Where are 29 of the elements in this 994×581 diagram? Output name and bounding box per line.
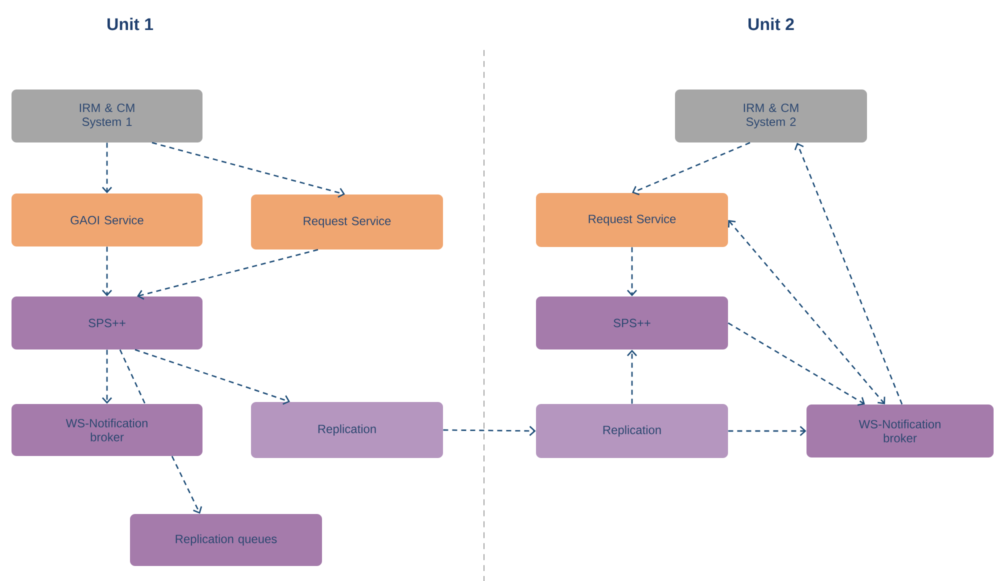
arrow <box>626 350 638 404</box>
process-box: Replication <box>251 402 443 458</box>
process-box: WS-Notification broker <box>806 404 994 458</box>
process-box: SPS++ <box>536 296 728 350</box>
process-box: Request Service <box>536 193 728 247</box>
arrow <box>152 142 345 198</box>
process-box: IRM & CM System 1 <box>12 90 202 142</box>
process-box: IRM & CM System 2 <box>675 90 867 142</box>
process-box: Request Service <box>251 194 443 250</box>
arrow <box>171 456 202 514</box>
process-box: WS-Notification broker <box>12 404 202 456</box>
arrow <box>134 349 290 405</box>
arrow <box>728 426 806 436</box>
arrow <box>626 247 638 296</box>
process-box: Replication queues <box>130 514 322 566</box>
process-box: SPS++ <box>12 296 202 350</box>
process-box: Replication <box>536 404 728 458</box>
arrow <box>137 249 318 300</box>
arrow <box>728 322 865 406</box>
arrow <box>794 142 903 405</box>
arrow <box>728 220 886 404</box>
arrow <box>102 350 112 404</box>
arrow <box>102 142 112 194</box>
arrow <box>443 426 536 436</box>
unit-heading: Unit 2 <box>748 18 794 30</box>
arrow <box>632 142 750 196</box>
process-box: GAOI Service <box>12 194 202 246</box>
unit-heading: Unit 1 <box>108 18 154 30</box>
arrow <box>102 246 112 296</box>
